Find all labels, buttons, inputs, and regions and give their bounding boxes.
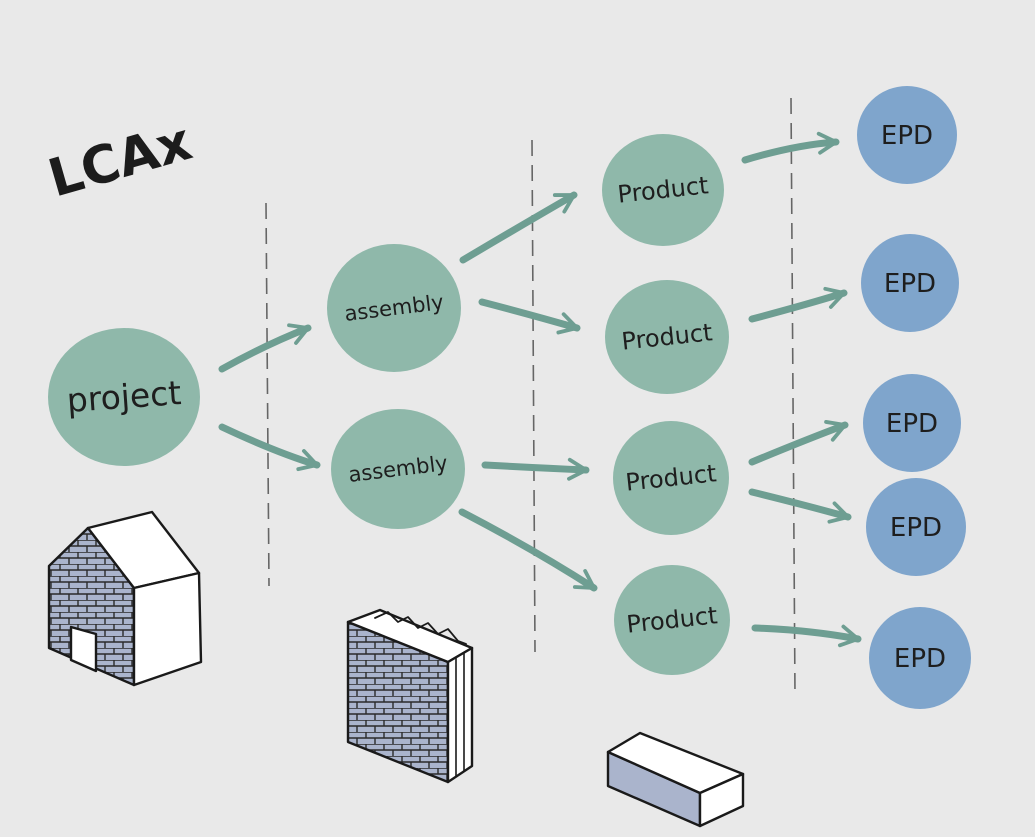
epd-node-3: EPD [863, 374, 961, 472]
product-node-4: Product [614, 565, 730, 675]
brick-side [698, 772, 745, 828]
brick-illustration [606, 731, 745, 828]
relation-arrows [218, 131, 862, 648]
assembly-node-1: assembly [327, 244, 461, 372]
house-side-wall [132, 571, 203, 687]
arrow-project-assembly-1 [218, 323, 312, 373]
house-door [69, 625, 98, 673]
title: LCAx [42, 112, 198, 210]
product-node-1: Product [602, 134, 724, 246]
project-node: project [48, 328, 200, 466]
epd-node-5: EPD [869, 607, 971, 709]
divider-2 [531, 139, 536, 653]
epd-label-3: EPD [886, 409, 938, 439]
arrow-product-4-epd-5 [751, 624, 862, 648]
arrow-product-3-epd-3 [748, 420, 849, 466]
epd-label-1: EPD [881, 121, 933, 151]
wall-illustration [346, 608, 474, 784]
epd-node-1: EPD [857, 86, 957, 184]
wall-layers [455, 652, 465, 777]
divider-1 [265, 202, 270, 587]
arrow-assembly-2-product-3 [481, 457, 590, 481]
arrow-assembly-2-product-4 [458, 508, 598, 592]
product-node-3: Product [613, 421, 729, 535]
project-label: project [65, 373, 182, 420]
epd-node-4: EPD [866, 478, 966, 576]
epd-node-2: EPD [861, 234, 959, 332]
arrow-product-2-epd-2 [748, 286, 848, 323]
assembly-node-2: assembly [331, 409, 465, 529]
arrow-assembly-1-product-1 [459, 191, 578, 264]
arrow-product-3-epd-4 [748, 488, 852, 524]
epd-label-2: EPD [884, 269, 936, 299]
divider-3 [790, 97, 796, 696]
product-node-2: Product [605, 280, 729, 394]
epd-label-5: EPD [894, 644, 946, 674]
level-dividers [265, 97, 796, 696]
arrow-assembly-1-product-2 [478, 298, 581, 335]
wall-insulation [374, 611, 467, 645]
epd-label-4: EPD [890, 513, 942, 543]
wall-side [446, 646, 474, 784]
arrow-product-1-epd-1 [741, 131, 840, 164]
arrow-project-assembly-2 [218, 423, 321, 472]
house-illustration [47, 510, 203, 687]
